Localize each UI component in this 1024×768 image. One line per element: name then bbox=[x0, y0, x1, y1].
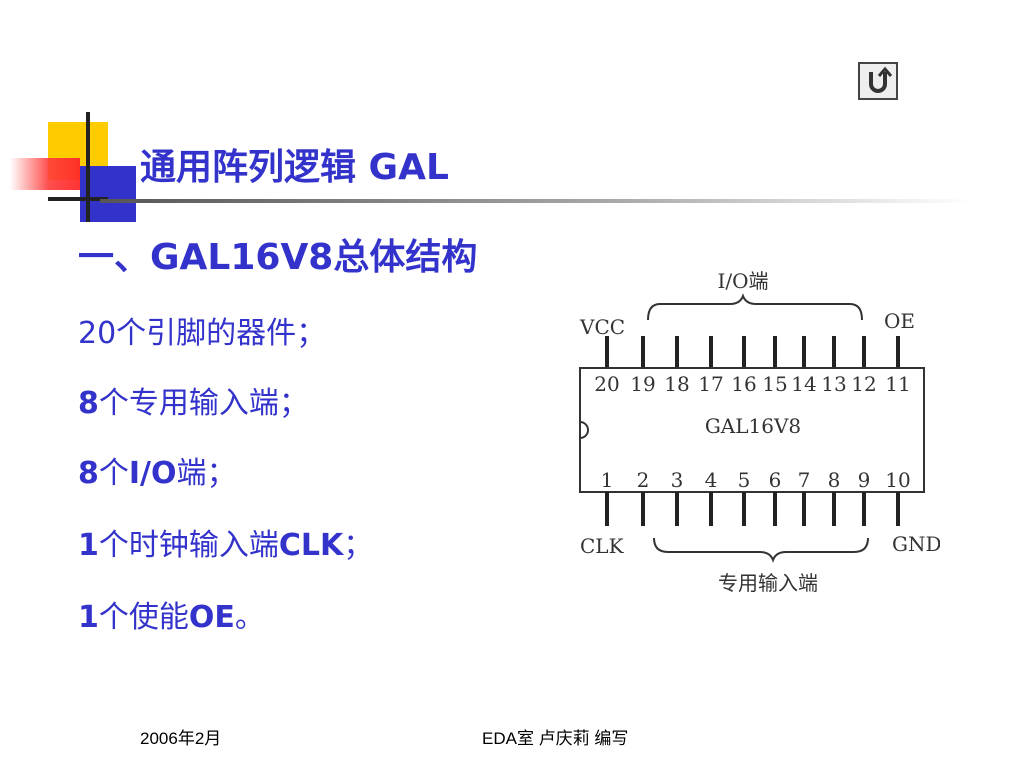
pin-number-top: 15 bbox=[762, 372, 787, 396]
input-brace bbox=[653, 537, 869, 563]
list-item: 1个使能OE。 bbox=[78, 600, 265, 635]
vcc-label: VCC bbox=[579, 315, 625, 339]
top-pin-lines bbox=[605, 336, 900, 368]
pin-number-top: 13 bbox=[821, 372, 846, 396]
pin-number-top: 11 bbox=[885, 372, 910, 396]
title-underline bbox=[100, 199, 970, 203]
chip-name: GAL16V8 bbox=[705, 414, 801, 438]
pin-number-top: 12 bbox=[851, 372, 876, 396]
pin-number-bottom: 10 bbox=[885, 468, 910, 492]
chip-body bbox=[579, 367, 925, 493]
bottom-pin-lines bbox=[605, 492, 900, 526]
page-title: 通用阵列逻辑 GAL bbox=[140, 147, 449, 188]
pin-number-top: 14 bbox=[791, 372, 816, 396]
decor-red-bar bbox=[10, 158, 80, 190]
chip-notch bbox=[579, 421, 589, 439]
decor-vertical-line bbox=[86, 112, 90, 222]
pin-number-top: 17 bbox=[698, 372, 723, 396]
list-item: 1个时钟输入端CLK； bbox=[78, 528, 374, 563]
footer-author: EDA室 卢庆莉 编写 bbox=[482, 729, 629, 748]
pin-number-bottom: 8 bbox=[828, 468, 841, 492]
list-item: 20个引脚的器件； bbox=[78, 316, 327, 351]
pin-number-bottom: 3 bbox=[671, 468, 684, 492]
section-heading: 一、GAL16V8总体结构 bbox=[78, 237, 478, 278]
io-label: I/O端 bbox=[717, 269, 768, 293]
clk-label: CLK bbox=[580, 534, 625, 558]
pin-number-top: 19 bbox=[630, 372, 655, 396]
pin-number-bottom: 5 bbox=[738, 468, 751, 492]
return-u-turn-icon bbox=[869, 66, 893, 93]
pin-number-top: 20 bbox=[594, 372, 619, 396]
footer-date: 2006年2月 bbox=[140, 729, 222, 748]
oe-label: OE bbox=[884, 309, 915, 333]
gnd-label: GND bbox=[892, 532, 940, 556]
input-label: 专用输入端 bbox=[718, 571, 818, 595]
list-item: 8个专用输入端； bbox=[78, 386, 309, 421]
pin-number-bottom: 6 bbox=[769, 468, 782, 492]
pin-number-top: 18 bbox=[664, 372, 689, 396]
pin-number-bottom: 2 bbox=[637, 468, 650, 492]
pin-number-top: 16 bbox=[731, 372, 756, 396]
pin-number-bottom: 4 bbox=[705, 468, 718, 492]
pin-number-bottom: 9 bbox=[858, 468, 871, 492]
return-button[interactable] bbox=[858, 62, 898, 100]
io-brace bbox=[647, 293, 863, 321]
decor-horizontal-line bbox=[48, 197, 108, 201]
pin-number-bottom: 1 bbox=[601, 468, 614, 492]
list-item: 8个I/O端； bbox=[78, 456, 237, 491]
pin-number-bottom: 7 bbox=[798, 468, 811, 492]
